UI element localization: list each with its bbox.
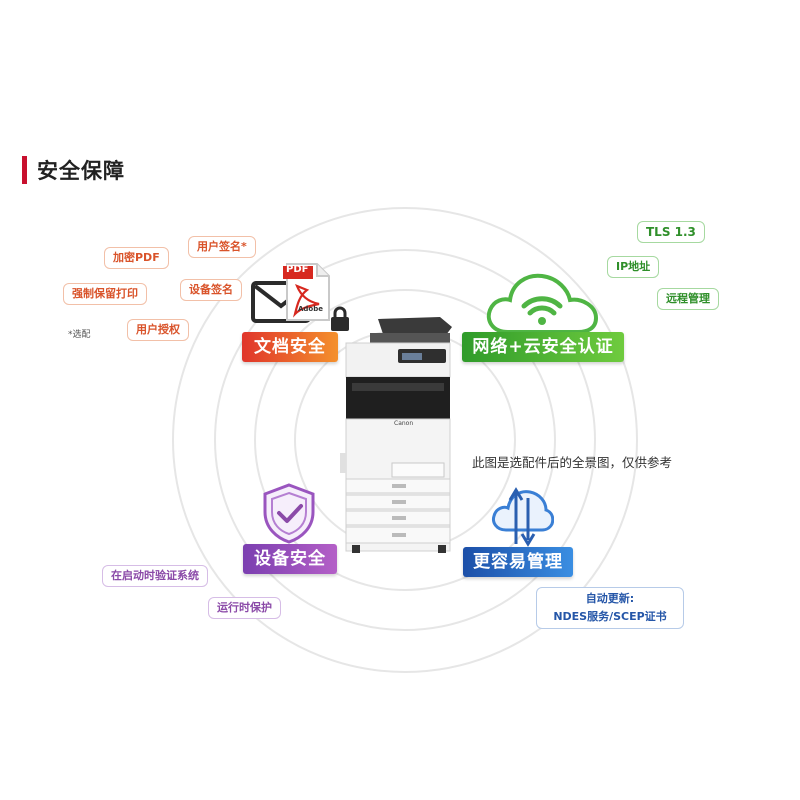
tag-runtime-protection: 运行时保护 bbox=[208, 597, 281, 619]
tag-encrypted-pdf: 加密PDF bbox=[104, 247, 169, 269]
reference-caption: 此图是选配件后的全景图，仅供参考 bbox=[472, 455, 673, 470]
tag-user-authorization: 用户授权 bbox=[127, 319, 189, 341]
banner-device-security: 设备安全 bbox=[243, 544, 337, 574]
tag-ip-address: IP地址 bbox=[607, 256, 660, 278]
title-accent-bar bbox=[22, 156, 27, 184]
auto-update-title: 自动更新: bbox=[585, 592, 635, 605]
tag-verify-system-at-boot: 在启动时验证系统 bbox=[102, 565, 208, 587]
tag-user-signature: 用户签名* bbox=[188, 236, 256, 258]
tag-remote-management: 远程管理 bbox=[657, 288, 719, 310]
cloud-sync-icon bbox=[492, 487, 554, 547]
optional-footnote: *选配 bbox=[68, 330, 91, 340]
shield-check-icon bbox=[263, 483, 315, 544]
banner-easier-management: 更容易管理 bbox=[463, 547, 573, 577]
auto-update-detail: NDES服务/SCEP证书 bbox=[553, 610, 667, 623]
cloud-wifi-icon bbox=[486, 273, 599, 334]
lock-icon bbox=[331, 306, 349, 331]
pdf-document-icon bbox=[283, 263, 330, 321]
tag-tls: TLS 1.3 bbox=[637, 221, 705, 243]
tag-device-signature: 设备签名 bbox=[180, 279, 242, 301]
printer-image bbox=[340, 317, 452, 553]
tag-forced-hold-print: 强制保留打印 bbox=[63, 283, 147, 305]
adobe-label: Adobe bbox=[298, 305, 323, 313]
banner-document-security: 文档安全 bbox=[242, 332, 338, 362]
pdf-label: PDF bbox=[286, 264, 309, 275]
printer-brand-label: Canon bbox=[394, 420, 414, 427]
section-title: 安全保障 bbox=[22, 155, 125, 185]
page-title: 安全保障 bbox=[37, 159, 125, 183]
banner-network-cloud-security: 网络+云安全认证 bbox=[462, 332, 624, 362]
auto-update-box: 自动更新: NDES服务/SCEP证书 bbox=[536, 587, 684, 629]
